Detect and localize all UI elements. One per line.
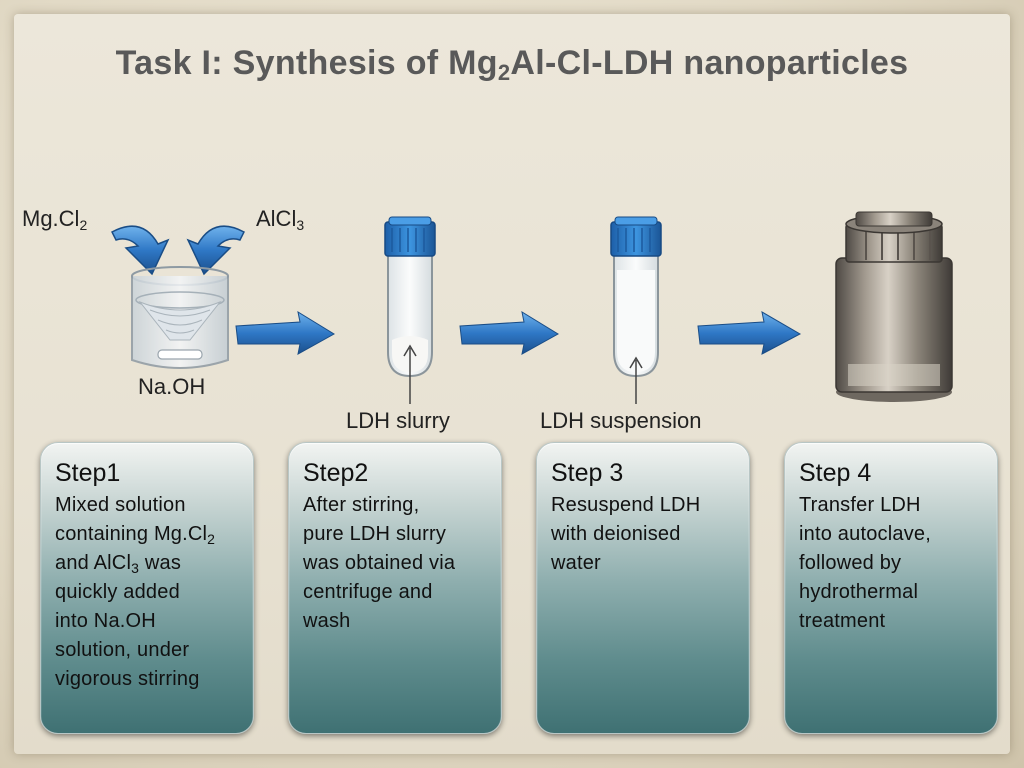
step-card-3: Step 3 Resuspend LDH with deionised wate… — [536, 442, 750, 734]
step-line: pure LDH slurry — [303, 523, 447, 545]
step-description: After stirring, pure LDH slurry was obta… — [303, 491, 495, 636]
step-line: treatment — [799, 610, 886, 632]
alcl3-text: AlCl — [256, 206, 297, 231]
mgcl2-text: Mg.Cl — [22, 206, 80, 231]
step-line: quickly added — [55, 581, 180, 603]
centrifuge-tube-icon — [610, 216, 662, 404]
step-line: with deionised — [551, 523, 681, 545]
step-line-subscript: 3 — [131, 560, 140, 576]
curved-down-arrow-icon — [186, 225, 245, 276]
page-title: Task I: Synthesis of Mg2Al-Cl-LDH nanopa… — [0, 44, 1024, 86]
step-line: After stirring, — [303, 494, 420, 516]
step-line: into Na.OH — [55, 610, 156, 632]
mgcl2-label: Mg.Cl2 — [22, 206, 87, 233]
right-arrow-icon — [235, 310, 335, 355]
beaker-icon — [131, 266, 229, 369]
step-line: Transfer LDH — [799, 494, 921, 516]
step-line-tail: was — [139, 552, 182, 574]
step-line: vigorous stirring — [55, 668, 200, 690]
right-arrow-icon — [459, 310, 559, 355]
step-line: wash — [303, 610, 351, 632]
alcl3-label: AlCl3 — [256, 206, 304, 233]
step-line: was obtained via — [303, 552, 456, 574]
step-description: Mixed solution containing Mg.Cl2 and AlC… — [55, 491, 247, 694]
step-line: Mixed solution — [55, 494, 186, 516]
step-title: Step2 — [303, 459, 369, 487]
step-line: followed by — [799, 552, 902, 574]
step-line-subscript: 2 — [207, 531, 216, 547]
step-title: Step 3 — [551, 459, 624, 487]
step-line: and AlCl — [55, 552, 132, 574]
centrifuge-tube-icon — [384, 216, 436, 404]
curved-down-arrow-icon — [111, 225, 170, 276]
ldh-suspension-label: LDH suspension — [540, 408, 702, 433]
title-subscript: 2 — [497, 60, 511, 85]
step-line: containing Mg.Cl — [55, 523, 208, 545]
ldh-slurry-label: LDH slurry — [346, 408, 450, 433]
step-title: Step1 — [55, 459, 121, 487]
step-card-2: Step2 After stirring, pure LDH slurry wa… — [288, 442, 502, 734]
step-line: hydrothermal — [799, 581, 919, 603]
step-line: into autoclave, — [799, 523, 931, 545]
step-description: Resuspend LDH with deionised water — [551, 491, 743, 578]
step-line: solution, under — [55, 639, 190, 661]
step-line: centrifuge and — [303, 581, 433, 603]
title-text: Task I: Synthesis of Mg — [115, 44, 498, 82]
mgcl2-subscript: 2 — [79, 217, 88, 233]
right-arrow-icon — [697, 311, 802, 355]
step-line: water — [551, 552, 601, 574]
step-title: Step 4 — [799, 459, 872, 487]
naoh-label: Na.OH — [138, 374, 206, 399]
step-card-4: Step 4 Transfer LDH into autoclave, foll… — [784, 442, 998, 734]
step-line: Resuspend LDH — [551, 494, 701, 516]
alcl3-subscript: 3 — [296, 217, 305, 233]
step-description: Transfer LDH into autoclave, followed by… — [799, 491, 991, 636]
step-card-1: Step1 Mixed solution containing Mg.Cl2 a… — [40, 442, 254, 734]
autoclave-icon — [835, 211, 953, 402]
title-text-end: Al-Cl-LDH nanoparticles — [510, 44, 909, 82]
